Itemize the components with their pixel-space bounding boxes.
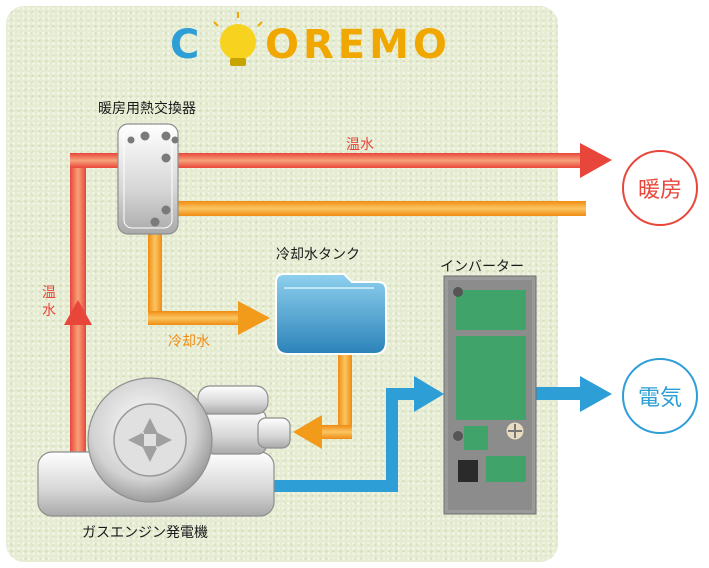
cooling-pipe-vertical bbox=[148, 215, 162, 325]
hot-water-left-label-1: 温 bbox=[42, 285, 56, 301]
inverter-box bbox=[443, 275, 537, 515]
coremo-logo: C OREMO bbox=[170, 14, 447, 74]
cooling-arrow-to-generator bbox=[293, 415, 322, 449]
hot-water-arrow-up bbox=[64, 300, 92, 325]
generator-label: ガスエンジン発電機 bbox=[82, 525, 208, 541]
cooling-arrow-to-tank bbox=[238, 301, 270, 335]
electric-arrow-right bbox=[580, 376, 612, 412]
logo-letters-oremo: OREMO bbox=[265, 22, 451, 68]
cooling-water-tank bbox=[275, 273, 387, 355]
gas-engine-generator bbox=[37, 377, 291, 517]
cooling-tank-label: 冷却水タンク bbox=[276, 247, 360, 263]
hot-water-arrow-right bbox=[580, 143, 612, 178]
cooling-pipe-horizontal bbox=[148, 311, 240, 325]
heating-output: 暖房 bbox=[622, 150, 698, 226]
hot-water-top-label: 温水 bbox=[346, 137, 374, 153]
hot-water-pipe-top bbox=[70, 153, 588, 168]
inverter-label: インバーター bbox=[440, 259, 524, 275]
cooling-water-label: 冷却水 bbox=[168, 334, 210, 350]
tank-pipe-horizontal bbox=[320, 425, 352, 439]
return-pipe-top bbox=[160, 201, 586, 216]
heat-exchanger bbox=[117, 123, 179, 235]
heat-exchanger-label: 暖房用熱交換器 bbox=[98, 101, 196, 117]
electric-line-vertical bbox=[386, 388, 398, 492]
logo-letter-c: C bbox=[170, 22, 200, 68]
electric-line-top bbox=[386, 388, 418, 400]
electricity-output-label: 電気 bbox=[637, 386, 682, 411]
hot-water-left-label-2: 水 bbox=[42, 303, 56, 319]
heating-output-label: 暖房 bbox=[637, 178, 682, 203]
tank-pipe-vertical bbox=[338, 355, 352, 438]
electric-line-out bbox=[536, 387, 586, 400]
electric-line-bottom bbox=[272, 480, 398, 492]
electric-arrow-to-inverter bbox=[414, 376, 444, 412]
logo-bulb-icon bbox=[213, 12, 263, 66]
electricity-output: 電気 bbox=[622, 358, 698, 434]
